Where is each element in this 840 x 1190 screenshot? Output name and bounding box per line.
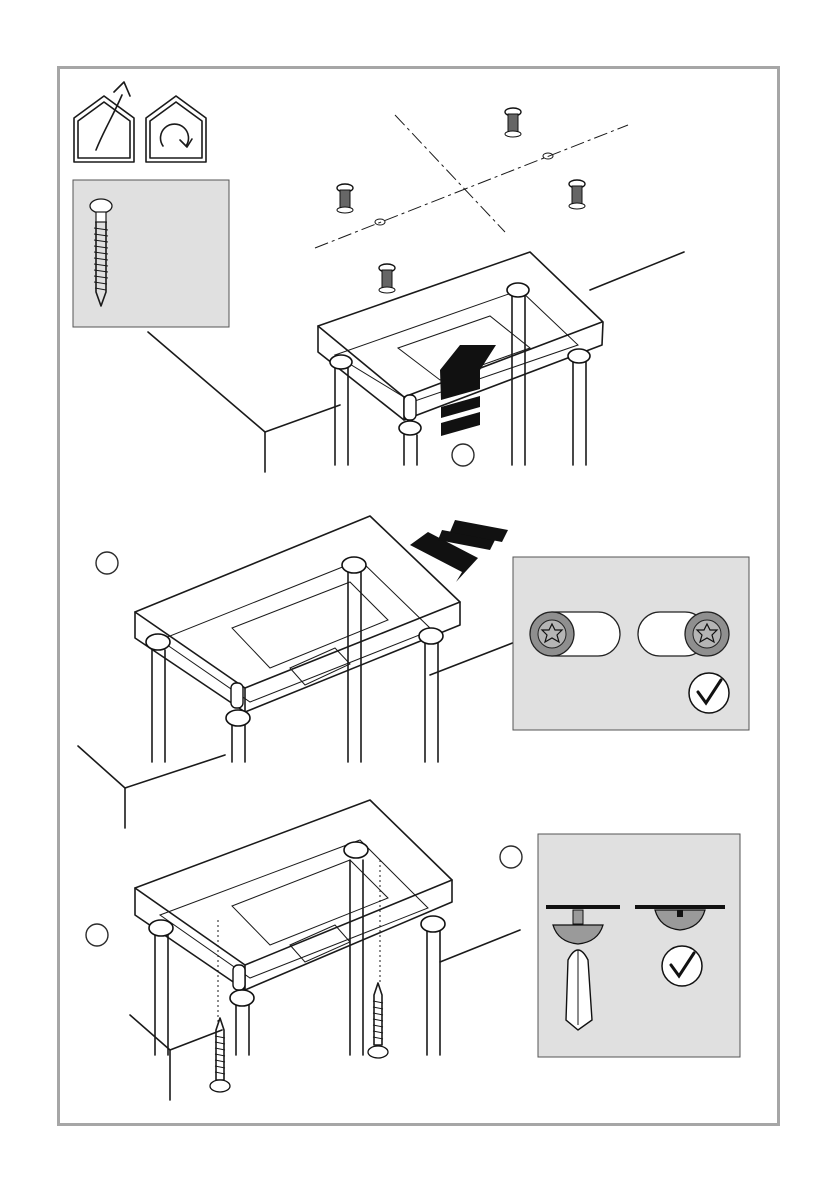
bolt [337, 184, 353, 213]
bolt [569, 180, 585, 209]
arrow-left-icon [410, 520, 508, 582]
screw-icon [368, 983, 388, 1058]
hob-legs [149, 842, 445, 1055]
step-marker-3 [86, 924, 108, 946]
hob-legs [146, 557, 443, 762]
checkmark-icon [662, 946, 702, 986]
bolt [505, 108, 521, 137]
step-marker-1 [452, 444, 474, 466]
house-arrow-icon [74, 82, 134, 162]
house-rotate-icon [146, 96, 206, 162]
keyhole-detail-panel [513, 557, 749, 730]
arrow-up-icon [440, 345, 496, 436]
screwdriver-icon [566, 950, 592, 1030]
checkmark-icon [689, 673, 729, 713]
step-3-scene [86, 800, 520, 1100]
step-marker-4 [500, 846, 522, 868]
step-2-scene [78, 516, 749, 828]
step-marker-2 [96, 552, 118, 574]
screw-info-panel [73, 180, 229, 327]
screw-icon [210, 1018, 230, 1092]
step-4-detail [500, 834, 740, 1057]
bolt [379, 264, 395, 293]
